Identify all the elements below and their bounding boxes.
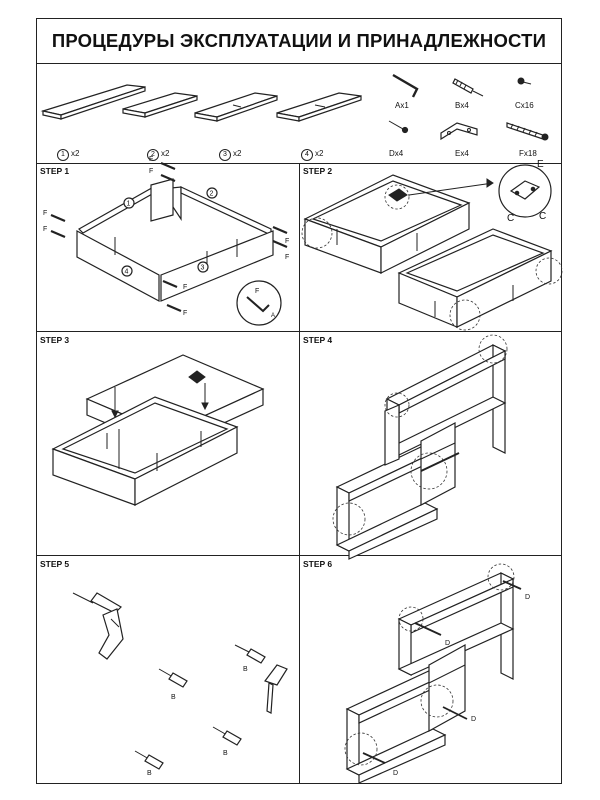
step-2-drawing: E C C — [301, 159, 563, 331]
step-4-drawing — [332, 334, 508, 560]
step-3-drawing — [51, 354, 265, 506]
panel-2-drawing — [122, 92, 198, 118]
callout-b: B — [147, 770, 152, 777]
hardware-d-label: Dx4 — [389, 149, 404, 158]
callout-c: C — [539, 211, 546, 222]
callout-b: B — [171, 694, 176, 701]
wall-plug-icon — [452, 78, 484, 97]
hardware-e-label: Ex4 — [455, 149, 469, 158]
step-5-drawing: B B B B — [72, 592, 288, 777]
panel-4-drawing — [276, 92, 362, 122]
step-1-screws — [50, 161, 288, 313]
callout-f: F — [183, 284, 187, 291]
callout-d: D — [445, 640, 450, 647]
step-4-label: STEP 4 — [303, 335, 333, 345]
svg-text:1: 1 — [127, 201, 131, 208]
small-screw-icon — [517, 77, 532, 85]
wall-plug-icon — [134, 644, 266, 770]
hammer-icon — [264, 664, 288, 714]
callout-c: C — [507, 213, 514, 224]
parts-drawing — [40, 73, 549, 141]
callout-f: F — [183, 310, 187, 317]
corner-bracket-icon — [440, 122, 478, 141]
wood-screw-icon — [506, 122, 549, 141]
panel-1-drawing — [40, 84, 146, 120]
svg-text:4: 4 — [125, 269, 129, 276]
callout-f: F — [149, 168, 153, 175]
hardware-c-label: Cx16 — [515, 101, 534, 110]
step-1-detail-circle — [236, 280, 282, 326]
step-1-label: STEP 1 — [40, 166, 70, 176]
svg-text:F: F — [255, 288, 259, 295]
step-6-label: STEP 6 — [303, 559, 333, 569]
allen-key-icon — [392, 73, 419, 98]
step-5-label: STEP 5 — [40, 559, 70, 569]
hardware-b-label: Bx4 — [455, 101, 469, 110]
screw-icon — [388, 120, 409, 134]
svg-text:2: 2 — [210, 191, 214, 198]
svg-text:A: A — [271, 313, 275, 319]
column-divider — [299, 163, 300, 783]
page-title: ПРОЦЕДУРЫ ЭКСПЛУАТАЦИИ И ПРИНАДЛЕЖНОСТИ — [37, 19, 561, 64]
callout-b: B — [243, 666, 248, 673]
svg-text:3: 3 — [201, 265, 205, 272]
callout-b: B — [223, 750, 228, 757]
step-1-drawing: 1 2 3 4 F F F F F F F F F A — [43, 156, 289, 326]
callout-f: F — [43, 210, 47, 217]
drill-icon — [72, 592, 124, 660]
panel-3-drawing — [194, 92, 278, 122]
callout-d: D — [471, 716, 476, 723]
callout-f: F — [149, 156, 153, 163]
step-6-drawing: D D D D — [344, 563, 530, 784]
hardware-a-label: Ax1 — [395, 101, 409, 110]
hardware-f-label: Fx18 — [519, 149, 537, 158]
callout-f: F — [285, 254, 289, 261]
callout-f: F — [285, 238, 289, 245]
step-3-label: STEP 3 — [40, 335, 70, 345]
step-2-label: STEP 2 — [303, 166, 333, 176]
callout-f: F — [43, 226, 47, 233]
callout-e: E — [537, 159, 544, 170]
sheet-frame: ПРОЦЕДУРЫ ЭКСПЛУАТАЦИИ И ПРИНАДЛЕЖНОСТИ — [36, 18, 563, 784]
callout-d: D — [525, 594, 530, 601]
callout-d: D — [393, 770, 398, 777]
